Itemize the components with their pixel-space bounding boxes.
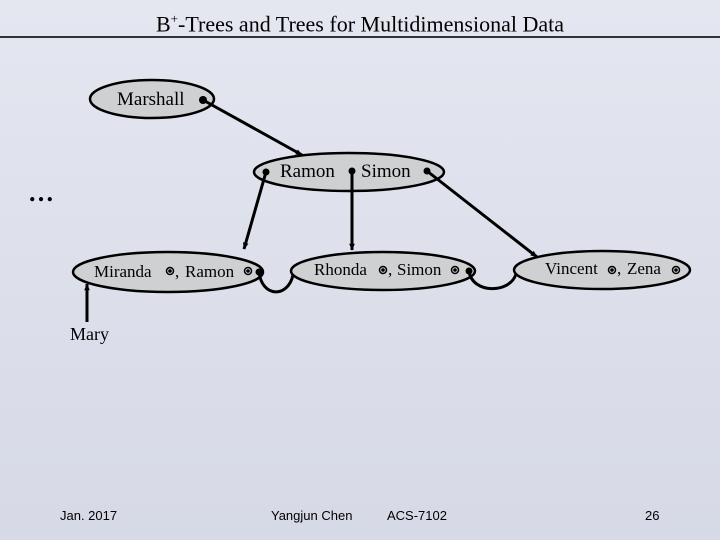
internal-key-1: Ramon — [280, 161, 335, 182]
pointer-dot — [610, 268, 614, 272]
leaf3-key-1: Vincent — [545, 259, 598, 278]
pointer-dot — [453, 268, 457, 272]
internal-key-2: Simon — [361, 161, 411, 182]
pointer-dot — [378, 265, 388, 275]
leaf-node-1 — [71, 250, 265, 294]
footer-course: ACS-7102 — [387, 508, 447, 523]
slide-title: B+-Trees and Trees for Multidimensional … — [0, 0, 720, 38]
leaf2-key-1: Rhonda — [314, 260, 367, 279]
leaf1-key-1: Miranda — [94, 262, 152, 281]
leaf3-key-2: Zena — [627, 259, 661, 278]
pointer-dot — [674, 268, 678, 272]
leaf-node-3 — [512, 249, 692, 291]
inserted-key-label: Mary — [70, 324, 109, 344]
ellipsis-label: … — [28, 178, 54, 207]
pointer-dot — [165, 266, 175, 276]
pointer-dot — [243, 266, 253, 276]
leaf-link-1-2 — [257, 271, 295, 294]
footer-page-number: 26 — [645, 508, 660, 523]
footer-date: Jan. 2017 — [60, 508, 118, 523]
pointer-arrow-root-to-internal — [202, 98, 303, 157]
leaf2-separator: , — [388, 260, 393, 279]
pointer-arrow-to-leaf-1 — [242, 171, 268, 250]
leaf3-separator: , — [617, 259, 622, 278]
leaf1-separator: , — [175, 262, 180, 281]
leaf2-key-2: Simon — [397, 260, 442, 279]
pointer-dot — [168, 269, 172, 273]
leaf1-key-2: Ramon — [185, 262, 235, 281]
pointer-arrow-to-leaf-3 — [426, 169, 538, 259]
root-node — [88, 78, 216, 120]
pointer-dot — [450, 265, 460, 275]
footer-author: Yangjun Chen — [271, 508, 353, 523]
root-key-1: Marshall — [117, 89, 185, 110]
pointer-dot — [607, 265, 617, 275]
pointer-dot — [671, 265, 681, 275]
pointer-dot — [246, 269, 250, 273]
pointer-dot — [381, 268, 385, 272]
leaf-link-2-3 — [467, 270, 518, 291]
